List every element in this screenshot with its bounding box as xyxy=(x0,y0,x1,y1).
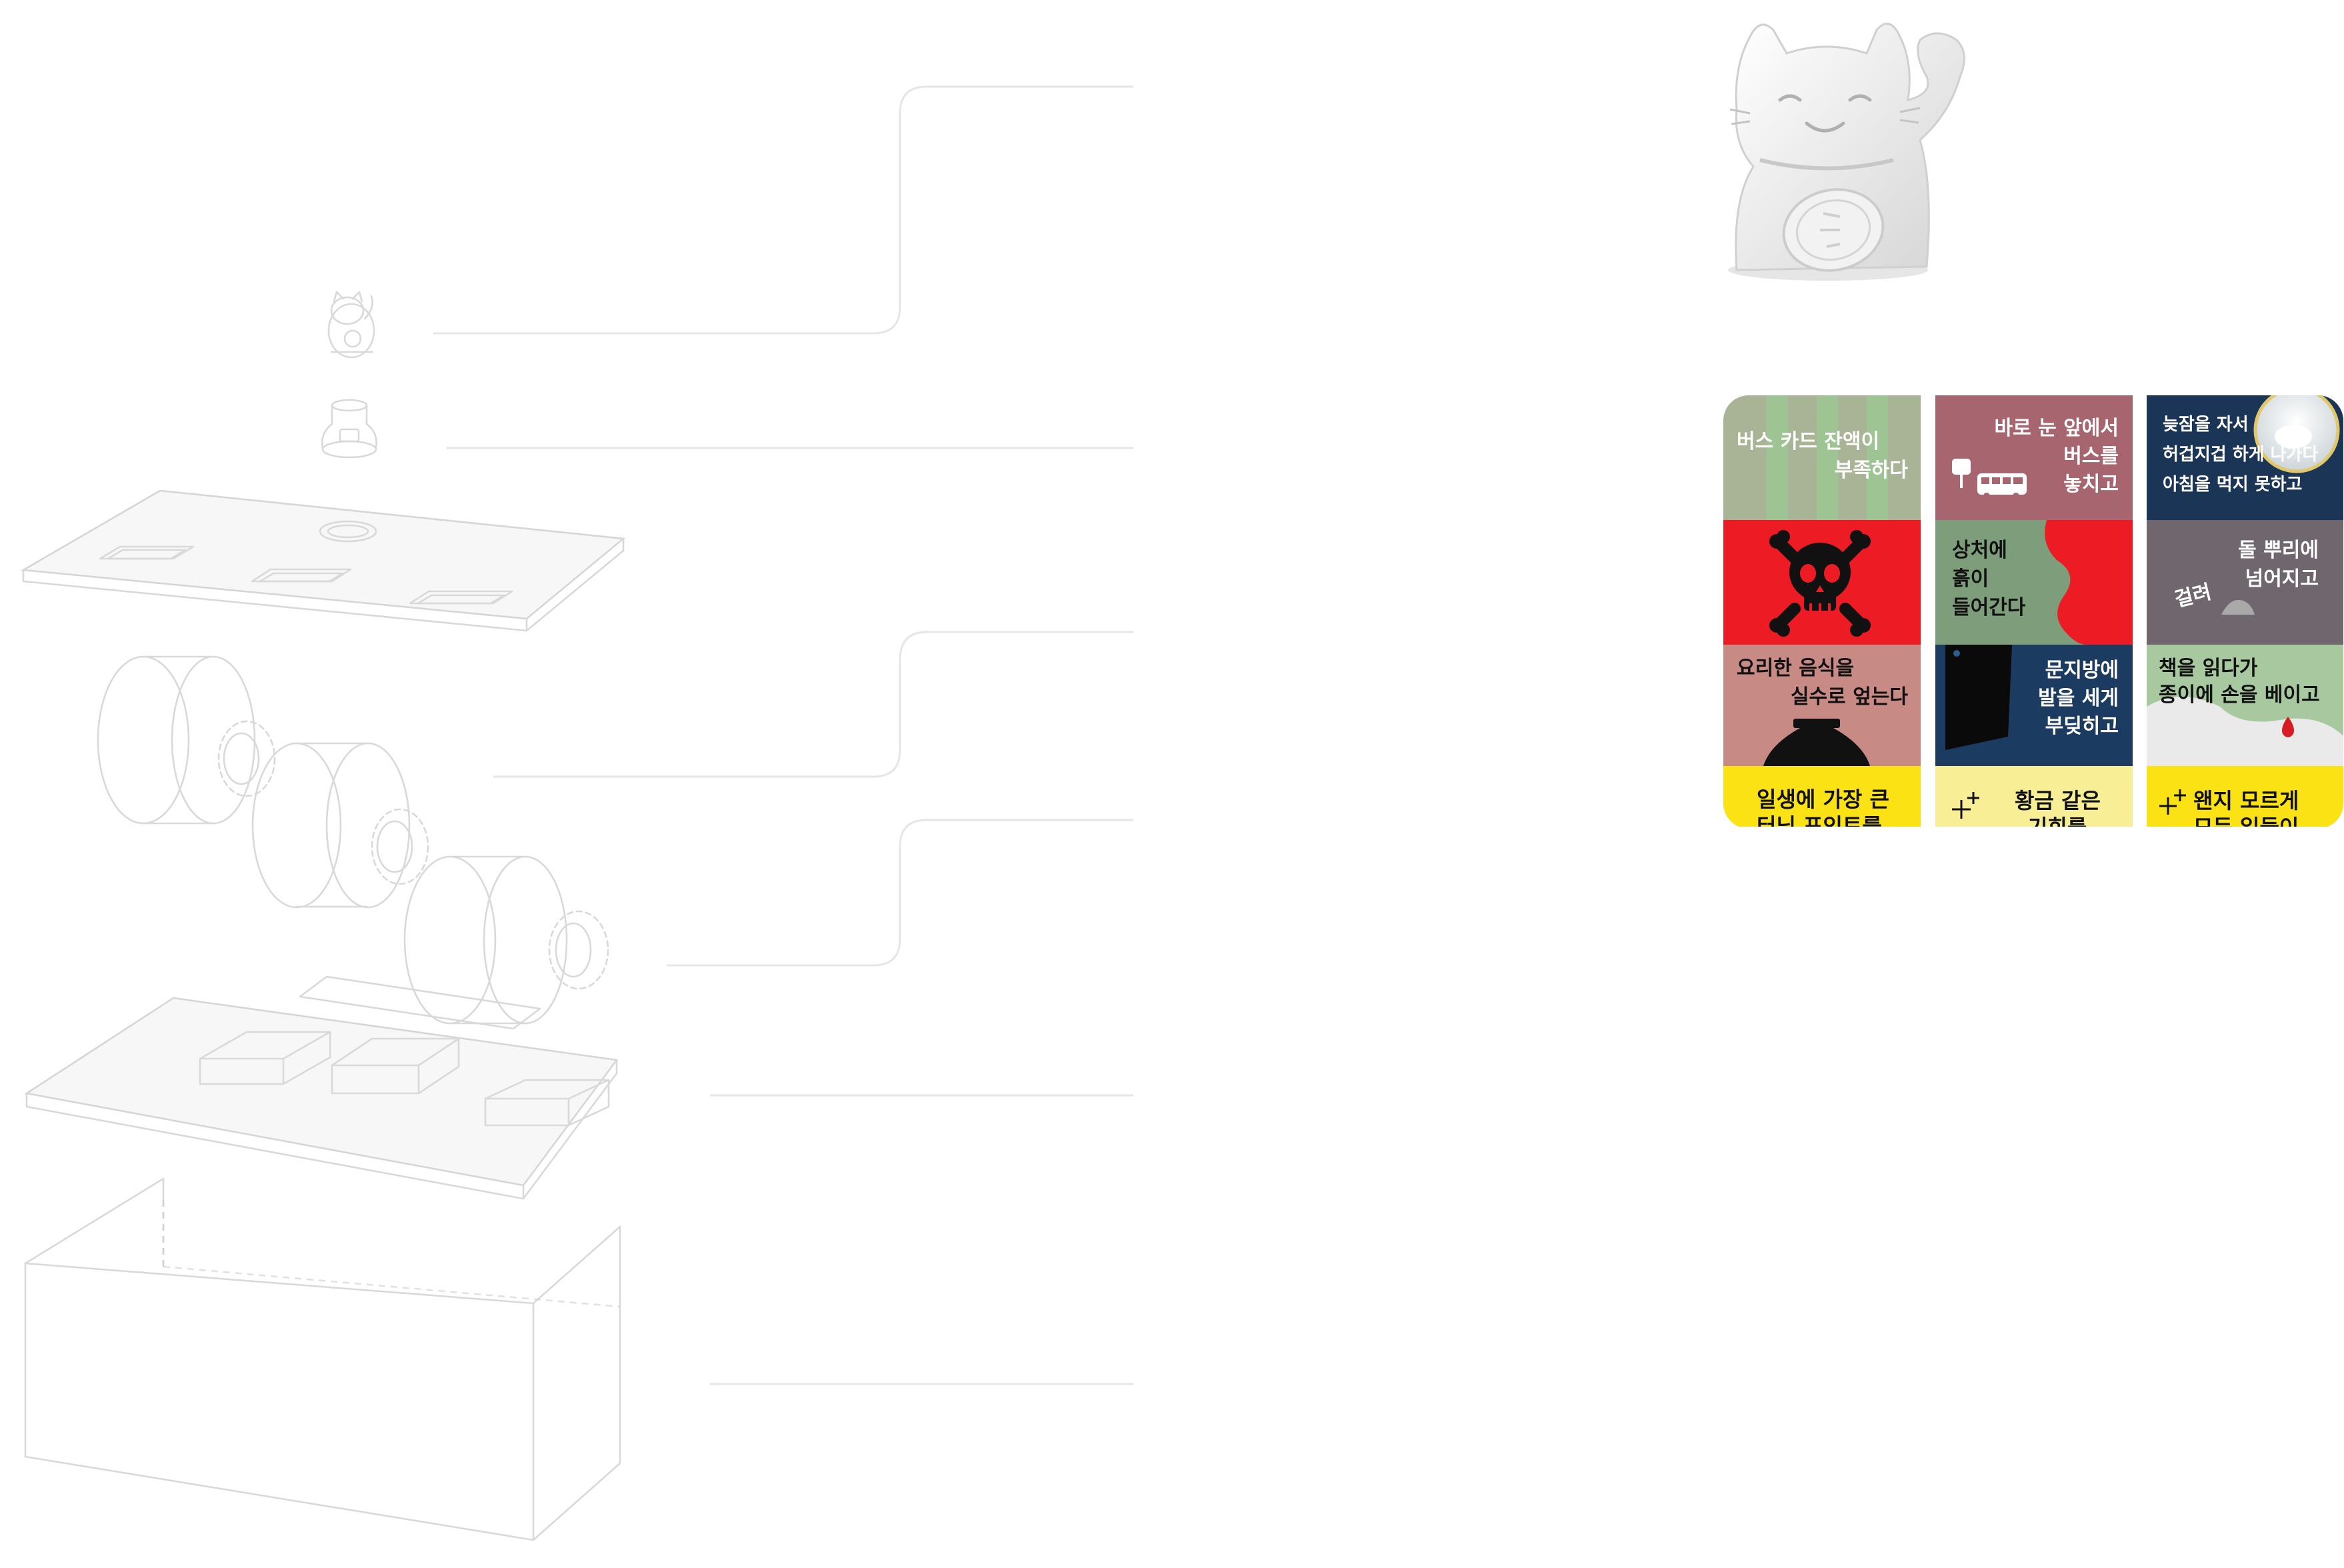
drum-face-tiles: 버스 카드 잔액이 부족하다 요리한 음식을 실수로 엎는다 xyxy=(1723,395,2343,840)
drum3-tile-3-line-1: 책을 읽다가 xyxy=(2159,657,2258,680)
drum2-tile-1-line-2: 버스를 xyxy=(2063,445,2119,468)
sparkle-icon xyxy=(1952,792,1979,819)
drum3-tile-2 xyxy=(2147,520,2343,645)
drum3-tile-1-line-1: 늦잠을 자서 xyxy=(2163,415,2249,435)
drum2-column: 바로 눈 앞에서 버스를 놓치고 상처에 흙이 들어간다 xyxy=(1935,395,2133,840)
blood-splash-icon xyxy=(2045,520,2133,645)
drum2-tile-1 xyxy=(1935,395,2133,520)
drum1-tile-4-line-2: 터닝 포인트를 xyxy=(1757,813,1882,839)
drum2-tile-4-line-1: 황금 같은 xyxy=(2015,788,2101,813)
sparkle-icon xyxy=(2159,789,2186,815)
drum2-tile-1-line-1: 바로 눈 앞에서 xyxy=(1995,417,2119,440)
callout-lines xyxy=(433,85,1133,1385)
drum2-tile-3-line-2: 발을 세게 xyxy=(2038,687,2119,710)
base-box-icon xyxy=(24,1177,621,1541)
drum2-tile-2-line-1: 상처에 xyxy=(1952,539,2007,562)
blood-drop-icon xyxy=(2282,717,2294,737)
drum-icon xyxy=(97,655,609,1025)
drum2-tile-2-line-2: 흙이 xyxy=(1952,567,1989,591)
drum2-tile-2-line-3: 들어간다 xyxy=(1952,596,2026,619)
drum3-tile-1-line-3: 아침을 먹지 못하고 xyxy=(2163,475,2302,495)
drum1-tile-1-line-2: 부족하다 xyxy=(1835,459,1909,482)
door-icon xyxy=(1945,645,2012,750)
drum1-tile-4 xyxy=(1723,766,1921,829)
drum2-tile-4-line-2: 기회를 xyxy=(2028,815,2087,840)
drum3-tile-4-line-2: 모든 일들이 xyxy=(2193,815,2299,840)
drum1-tile-3-line-1: 요리한 음식을 xyxy=(1737,657,1854,680)
drum3-column: 늦잠을 자서 허겁지겁 하게 나가다 아침을 먹지 못하고 돌 뿌리에 넘어지고… xyxy=(2147,395,2343,840)
pot-icon xyxy=(1763,719,1870,766)
drum1-tile-4-line-1: 일생에 가장 큰 xyxy=(1757,787,1889,812)
skull-crossbones-icon xyxy=(1769,530,1871,637)
drum3-tile-1-line-2: 허겁지겁 하게 나가다 xyxy=(2163,445,2318,465)
top-plate-icon xyxy=(20,489,626,632)
drum1-column: 버스 카드 잔액이 부족하다 요리한 음식을 실수로 엎는다 xyxy=(1723,395,1921,839)
lucky-cat-render-icon xyxy=(1728,23,1965,281)
bus-icon xyxy=(1952,459,2027,499)
drum2-tile-3-line-1: 문지방에 xyxy=(2045,659,2119,682)
drum3-tile-2-line-2: 넘어지고 xyxy=(2245,567,2319,591)
rice-bowl-icon xyxy=(2253,395,2340,473)
motor-board-icon xyxy=(24,975,619,1200)
drum3-tile-2-line-1: 돌 뿌리에 xyxy=(2238,539,2319,562)
drum1-tile-1-line-1: 버스 카드 잔액이 xyxy=(1737,430,1879,453)
stone-icon xyxy=(2221,599,2255,615)
coupler-icon xyxy=(321,399,377,459)
drum2-tile-3-line-3: 부딪히고 xyxy=(2045,715,2119,738)
drum3-tile-3-line-2: 종이에 손을 베이고 xyxy=(2159,683,2320,707)
tile-bottom-mask xyxy=(1720,827,2344,840)
drum1-tile-3-line-2: 실수로 엎는다 xyxy=(1791,685,1908,709)
lucky-cat-icon xyxy=(327,291,375,359)
drum2-tile-1-line-3: 놓치고 xyxy=(2063,473,2119,496)
drum3-tile-4-line-1: 왠지 모르게 xyxy=(2193,788,2299,813)
